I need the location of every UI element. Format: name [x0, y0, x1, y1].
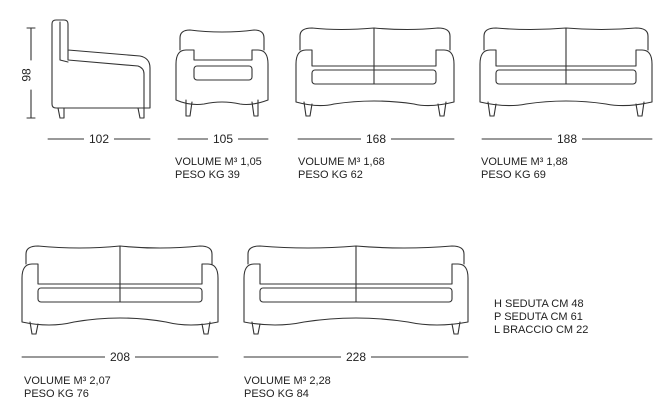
- weight-label: PESO KG 62: [298, 169, 363, 181]
- height-label: 98: [19, 68, 34, 82]
- sofa-228-drawing: [243, 245, 469, 335]
- armchair-front-drawing: [175, 29, 269, 117]
- weight-label: PESO KG 69: [481, 169, 546, 181]
- volume-label: VOLUME M³ 2,28: [244, 375, 331, 387]
- seat-specs: H SEDUTA CM 48 P SEDUTA CM 61 L BRACCIO …: [494, 298, 588, 337]
- width-label-168: 168: [360, 132, 392, 146]
- seat-depth-spec: P SEDUTA CM 61: [494, 311, 583, 323]
- model-228-info: VOLUME M³ 2,28 PESO KG 84: [244, 375, 331, 401]
- volume-label: VOLUME M³ 2,07: [24, 375, 111, 387]
- width-label-188: 188: [551, 132, 583, 146]
- model-188-info: VOLUME M³ 1,88 PESO KG 69: [481, 156, 568, 182]
- model-208-info: VOLUME M³ 2,07 PESO KG 76: [24, 375, 111, 401]
- width-label-105: 105: [207, 132, 239, 146]
- weight-label: PESO KG 39: [175, 169, 240, 181]
- arm-width-spec: L BRACCIO CM 22: [494, 324, 589, 336]
- model-168-info: VOLUME M³ 1,68 PESO KG 62: [298, 156, 385, 182]
- width-label-102: 102: [83, 132, 115, 146]
- sofa-168-drawing: [295, 27, 455, 117]
- volume-label: VOLUME M³ 1,05: [175, 156, 262, 168]
- sofa-208-drawing: [21, 245, 219, 335]
- width-label-228: 228: [340, 350, 372, 364]
- height-dimension-line: [26, 27, 36, 119]
- width-label-208: 208: [104, 350, 136, 364]
- volume-label: VOLUME M³ 1,88: [481, 156, 568, 168]
- weight-label: PESO KG 76: [24, 388, 89, 400]
- model-105-info: VOLUME M³ 1,05 PESO KG 39: [175, 156, 262, 182]
- weight-label: PESO KG 84: [244, 388, 309, 400]
- volume-label: VOLUME M³ 1,68: [298, 156, 385, 168]
- side-view-drawing: [51, 19, 151, 119]
- sofa-188-drawing: [479, 27, 653, 117]
- seat-height-spec: H SEDUTA CM 48: [494, 298, 584, 310]
